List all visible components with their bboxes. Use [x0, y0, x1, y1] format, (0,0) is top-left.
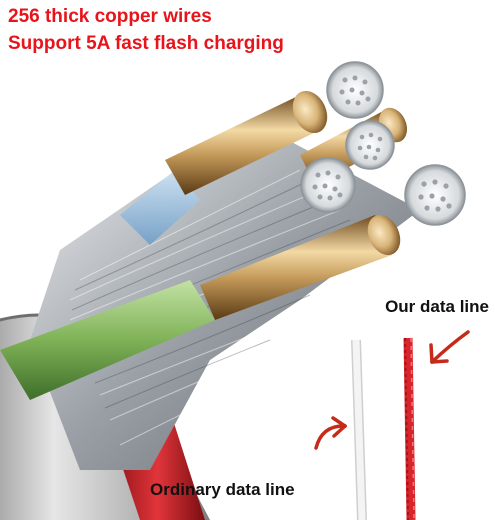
copper-conductor-top	[165, 90, 328, 195]
blue-insulation	[120, 170, 200, 245]
ordinary-cable-arrow	[314, 416, 347, 450]
strand-bundle-end-right	[404, 164, 466, 226]
copper-conductor-bottom	[200, 214, 401, 320]
ordinary-data-line-label: Ordinary data line	[150, 480, 295, 499]
strand-bundle-end-mid	[345, 120, 395, 170]
comparison-inset	[351, 337, 416, 520]
strand-bundle-end-center	[300, 157, 356, 213]
our-cable-braid	[404, 337, 409, 520]
our-cable-highlight	[410, 337, 415, 520]
ordinary-cable	[352, 339, 366, 520]
our-cable	[403, 337, 416, 520]
headline-copper-wires: 256 thick copper wires	[8, 6, 212, 27]
headline-fast-charging: Support 5A fast flash charging	[8, 33, 284, 54]
our-data-line-label: Our data line	[385, 297, 489, 316]
strand-bundle-end-top-right	[326, 61, 384, 119]
green-insulation	[0, 280, 215, 400]
our-cable-arrow	[429, 330, 470, 364]
